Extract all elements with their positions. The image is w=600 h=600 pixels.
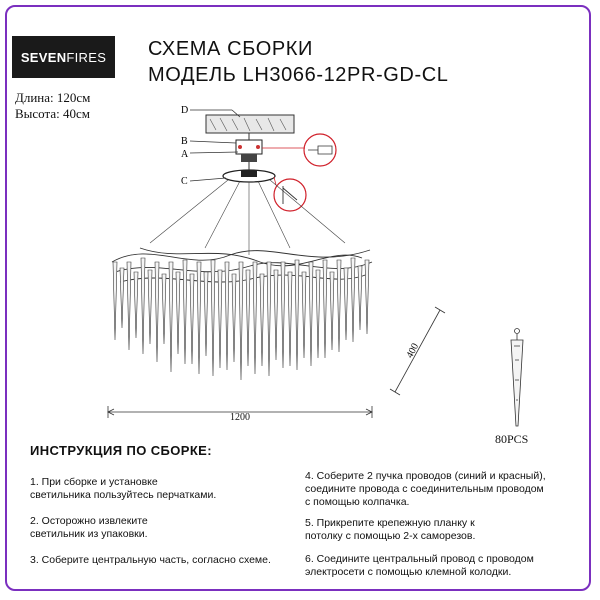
crystal-detail xyxy=(510,328,524,427)
connector-block xyxy=(241,154,257,162)
width-dimension-text: 1200 xyxy=(230,412,250,423)
label-b: B xyxy=(181,136,188,147)
page-border xyxy=(5,5,591,591)
title-line-1: СХЕМА СБОРКИ xyxy=(148,38,314,60)
label-c: C xyxy=(181,176,188,187)
title-line-2: МОДЕЛЬ LH3066-12PR-GD-CL xyxy=(148,64,449,86)
brand-logo-part1: SEVEN xyxy=(20,49,67,65)
dimensions-block: Длина: 120см Высота: 40см xyxy=(15,90,90,122)
crystal-icicles xyxy=(112,257,370,381)
pieces-count: 80PCS xyxy=(495,432,529,446)
height-text: Высота: 40см xyxy=(15,106,90,121)
plate-texture xyxy=(209,117,287,132)
bolt-right xyxy=(256,145,260,149)
length-text: Длина: 120см xyxy=(15,90,91,105)
bolt-left xyxy=(238,145,242,149)
detail-callout-wire xyxy=(303,133,337,167)
width-dimension-line xyxy=(107,406,373,418)
brand-logo-part2: FIRES xyxy=(66,49,107,65)
instructions-heading: ИНСТРУКЦИЯ ПО СБОРКЕ: xyxy=(30,443,212,458)
label-a: A xyxy=(181,149,189,160)
suspension-cables xyxy=(149,179,346,255)
detail-callout-screw xyxy=(273,178,307,212)
label-d: D xyxy=(181,105,188,116)
instruction-step-4: 4. Соберите 2 пучка проводов (синий и кр… xyxy=(305,470,546,508)
instruction-step-3: 3. Соберите центральную часть, согласно … xyxy=(30,554,271,566)
instruction-step-5: 5. Прикрепите крепежную планку к потолку… xyxy=(305,517,476,542)
height-dimension-text: 400 xyxy=(404,342,421,360)
page-title: СХЕМА СБОРКИ МОДЕЛЬ LH3066-12PR-GD-CL xyxy=(148,36,449,88)
ceiling-plate xyxy=(205,114,295,134)
instruction-step-2: 2. Осторожно извлеките светильник из упа… xyxy=(30,515,148,540)
instruction-step-1: 1. При сборке и установке светильника по… xyxy=(30,476,217,501)
height-dimension-line xyxy=(389,306,446,396)
assembly-drawing: D B A C xyxy=(107,105,524,427)
instruction-step-6: 6. Соедините центральный провод с провод… xyxy=(305,553,534,578)
